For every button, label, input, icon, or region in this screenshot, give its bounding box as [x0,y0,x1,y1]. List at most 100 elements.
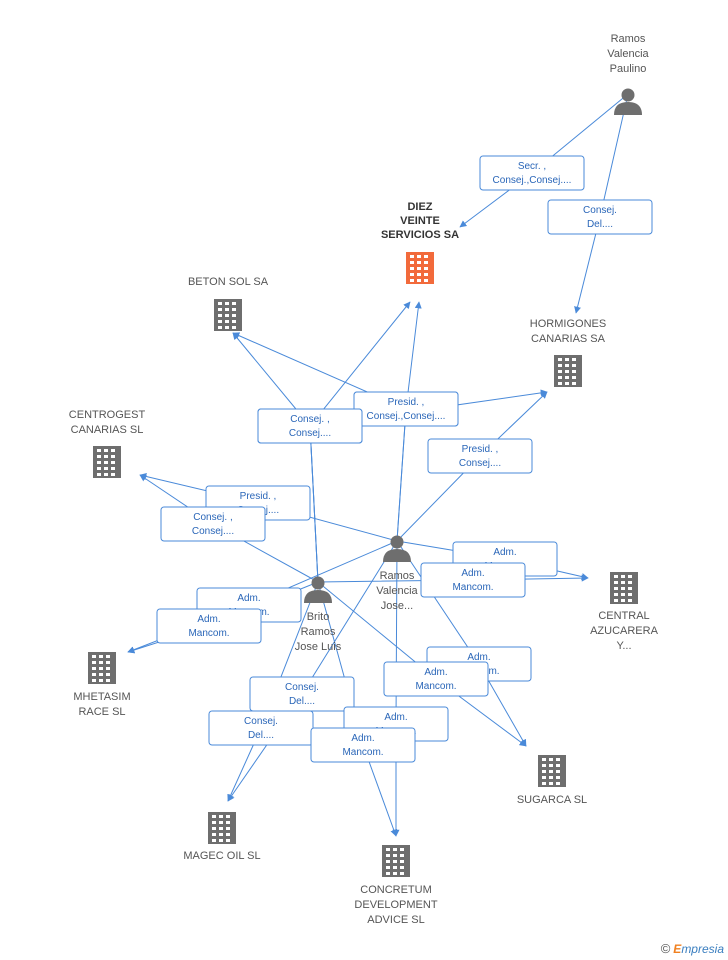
building-window [226,821,230,824]
relationship-edge [232,332,319,583]
building-window [628,599,632,602]
building-window [232,314,236,317]
building-window [556,764,560,767]
relationship-label-text: Consej.... [459,458,501,469]
building-window [111,461,115,464]
node-beton[interactable]: BETON SOL SA [188,276,269,331]
relationship-label-text: Adm. [384,712,407,723]
relationship-label[interactable]: Secr. , Consej.,Consej.... [479,155,585,191]
building-window [393,866,397,869]
building-window [614,587,618,590]
node-sugarca[interactable]: SUGARCA SL [517,755,587,806]
building-window [104,467,108,470]
person-icon [383,535,411,562]
building-window [232,308,236,311]
relationship-label[interactable]: Consej. ,Consej.... [257,408,363,444]
building-window [556,776,560,779]
building-window [549,758,553,761]
brand-name: mpresia [681,942,724,956]
building-window [572,370,576,373]
building-icon [610,572,638,604]
relationship-label[interactable]: Presid. ,Consej.,Consej.... [353,391,459,427]
building-window [424,273,428,276]
building-window [97,449,101,452]
building-window [621,581,625,584]
relationship-label-text: Mancom. [188,628,229,639]
relationship-label-text: Consej. [285,682,319,693]
node-label: Valencia [607,48,649,60]
footer-brand[interactable]: ©Empresia [661,941,724,956]
node-magec[interactable]: MAGEC OIL SL [183,812,261,862]
edge-labels-layer: Secr. , Consej.,Consej.... Consej. Del.... P… [156,155,653,763]
relationship-label-text: Secr. , [518,161,546,172]
relationship-label[interactable]: Adm.Mancom. [310,727,416,763]
building-window [558,364,562,367]
building-window [212,815,216,818]
node-ramos_jose[interactable]: RamosValenciaJose... [376,535,419,613]
building-window [99,673,103,676]
building-window [386,866,390,869]
building-window [97,467,101,470]
building-window [558,376,562,379]
relationship-label[interactable]: Adm.Mancom. [383,661,489,697]
node-label: VEINTE [400,215,440,227]
relationship-label[interactable]: Consej. Del.... [249,676,355,712]
building-icon [214,299,242,331]
building-window [218,302,222,305]
building-window [92,661,96,664]
relationship-label-text: Consej. [244,716,278,727]
relationship-label[interactable]: Presid. ,Consej.... [427,438,533,474]
building-window [111,467,115,470]
building-window [225,314,229,317]
building-window [549,770,553,773]
building-window [424,255,428,258]
building-window [410,267,414,270]
building-window [393,860,397,863]
building-window [417,261,421,264]
building-window [621,593,625,596]
building-window [542,770,546,773]
building-window [614,575,618,578]
person-head [311,576,325,590]
relationship-label-text: Adm. [351,733,374,744]
node-label: SUGARCA SL [517,794,587,806]
brand-initial: E [673,942,682,956]
node-label: CANARIAS SA [531,333,606,345]
relationship-label[interactable]: Consej.Del.... [547,199,653,235]
relationship-label[interactable]: Consej. , Consej.... [160,506,266,542]
building-window [621,575,625,578]
relationship-label-text: Mancom. [415,681,456,692]
relationship-label-text: Del.... [289,696,315,707]
building-window [393,872,397,875]
building-window [225,326,229,329]
relationship-label-text: Consej.,Consej.... [493,175,572,186]
building-window [92,655,96,658]
relationship-label-text: Adm. [237,593,260,604]
relationship-label-text: Consej. , [193,512,232,523]
building-window [226,815,230,818]
building-window [628,593,632,596]
node-label: Ramos [611,33,646,45]
building-window [111,449,115,452]
node-label: MHETASIM [73,691,130,703]
node-label: CONCRETUM [360,884,432,896]
relationship-label-text: Consej.... [192,526,234,537]
node-label: SERVICIOS SA [381,229,459,241]
building-window [621,587,625,590]
building-window [226,827,230,830]
relationship-label-box [160,506,266,542]
relationship-label[interactable]: Adm.Mancom. [156,608,262,644]
relationship-label[interactable]: Consej.Del.... [208,710,314,746]
relationship-label[interactable]: Adm.Mancom. [420,562,526,598]
node-central[interactable]: CENTRALAZUCARERAY... [590,572,659,652]
relationship-label-box [479,155,585,191]
